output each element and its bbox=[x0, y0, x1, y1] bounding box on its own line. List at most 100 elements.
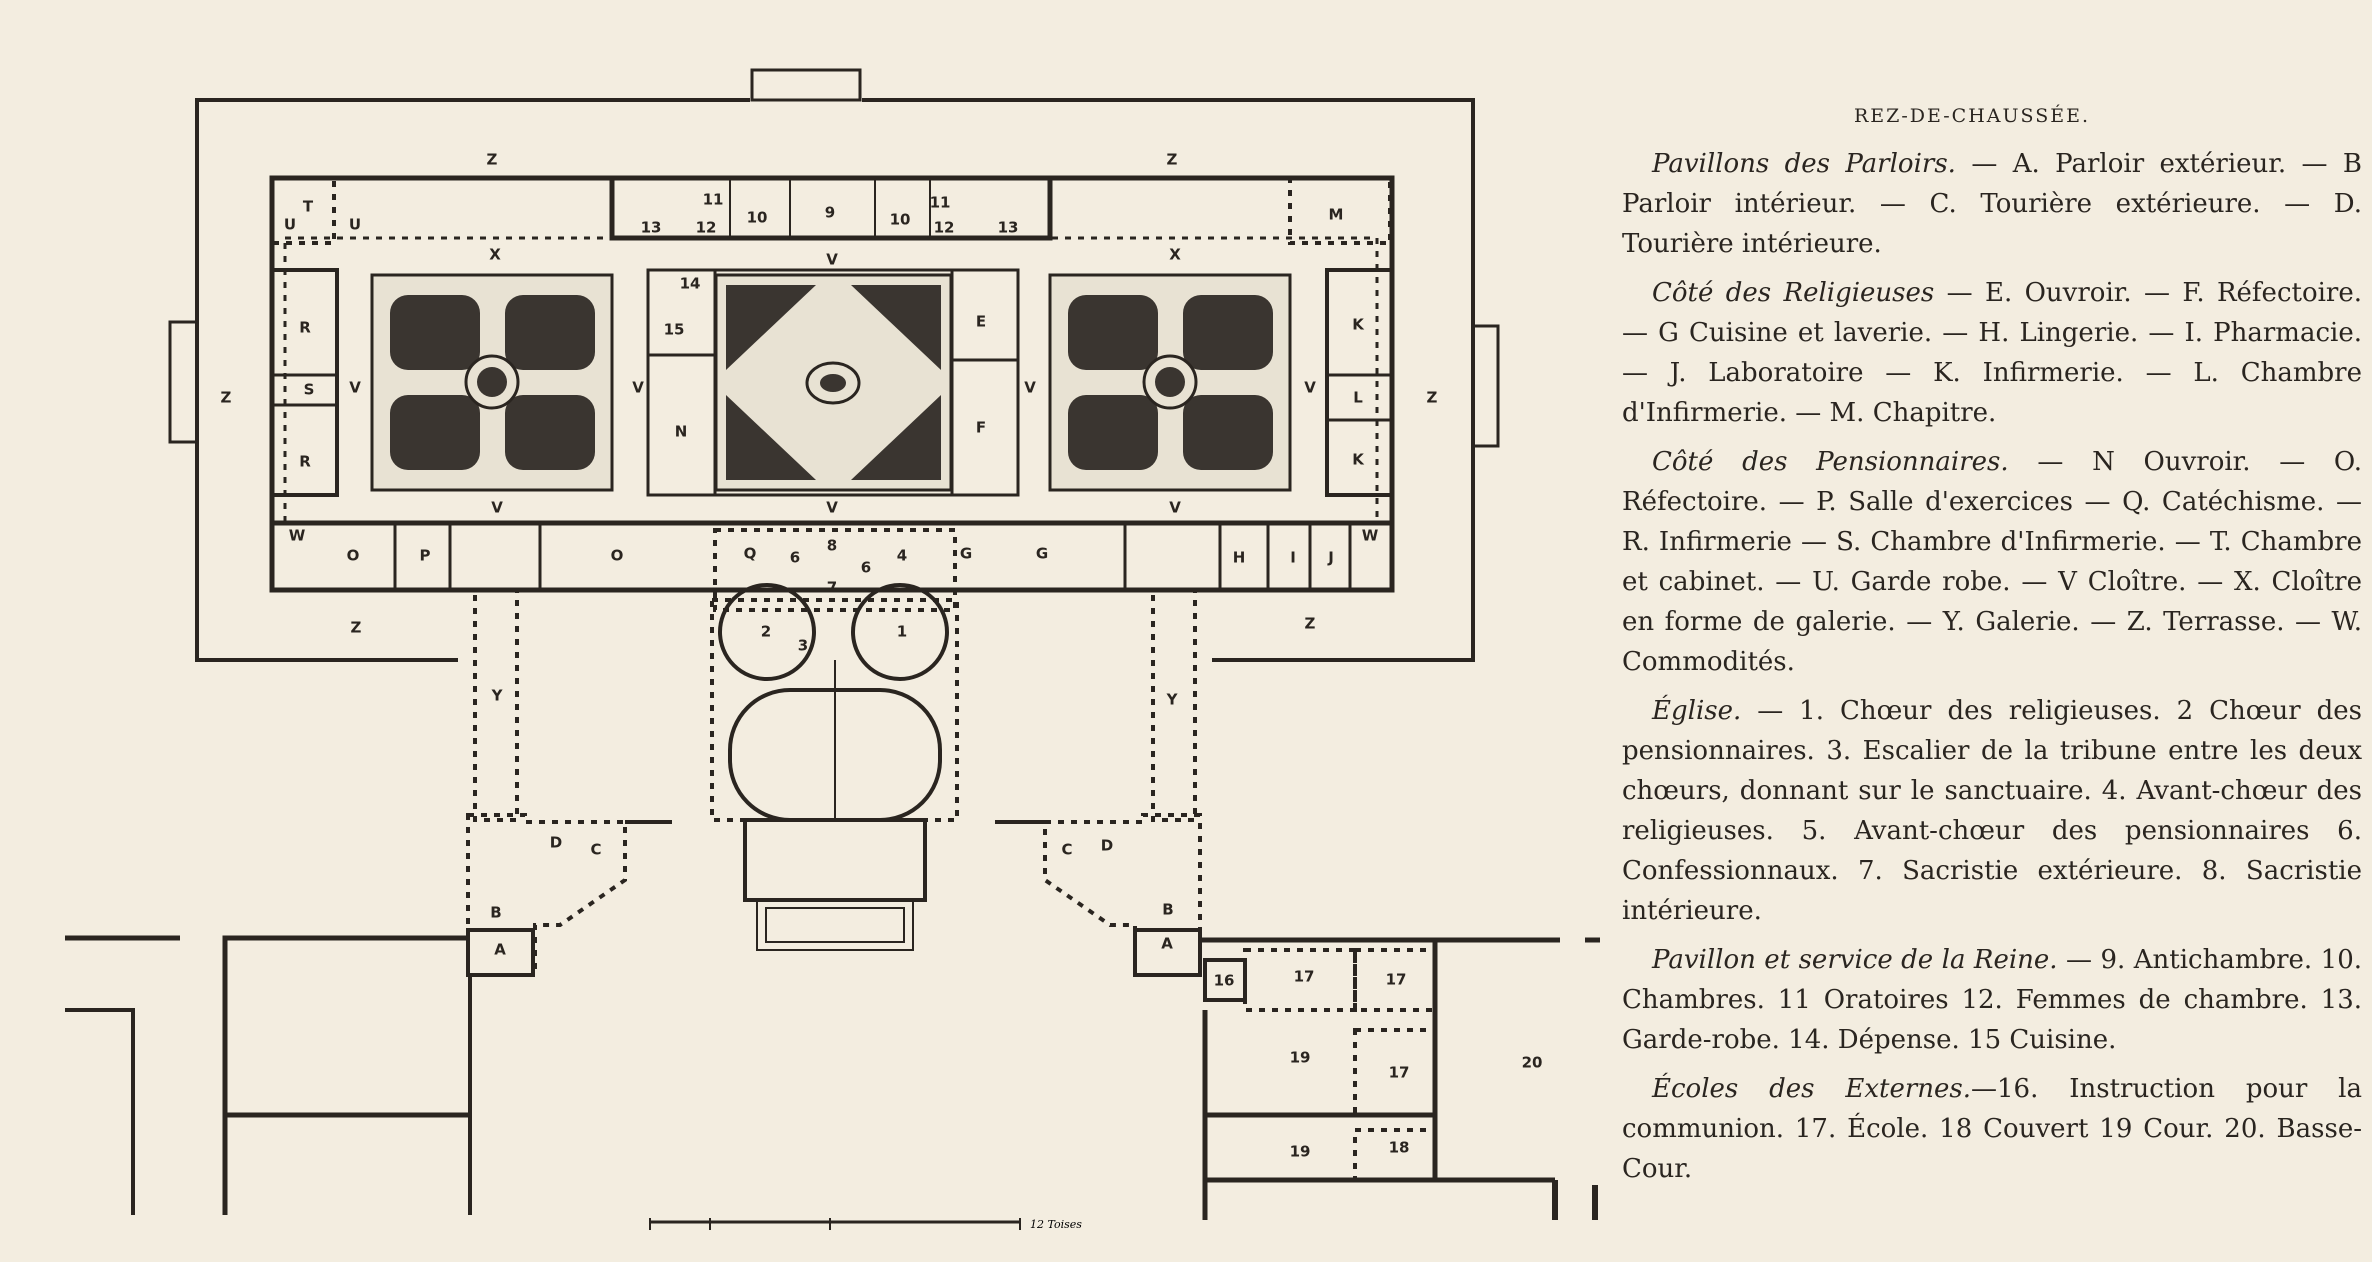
legend-section-ecoles: Écoles des Externes.—16. Instruction pou… bbox=[1622, 1069, 2362, 1189]
room-label: V bbox=[632, 379, 644, 397]
room-label: 16 bbox=[1214, 972, 1235, 990]
room-label: Z bbox=[487, 151, 498, 169]
room-label: Y bbox=[491, 687, 504, 705]
galleries bbox=[473, 588, 1197, 822]
room-label: 6 bbox=[861, 559, 871, 577]
room-label: S bbox=[304, 381, 315, 399]
legend-section-religieuses: Côté des Religieuses — E. Ouvroir. — F. … bbox=[1622, 273, 2362, 433]
room-label: Z bbox=[1427, 389, 1438, 407]
room-label: B bbox=[490, 904, 501, 922]
room-label: 19 bbox=[1290, 1143, 1311, 1161]
terrace-outline bbox=[168, 68, 1500, 662]
room-label: V bbox=[826, 251, 838, 269]
room-label: 10 bbox=[747, 209, 768, 227]
legend-section-body: — N Ouvroir. — O. Réfectoire. — P. Salle… bbox=[1622, 447, 2362, 677]
room-label: X bbox=[489, 246, 501, 264]
room-label: M bbox=[1329, 206, 1344, 224]
parlor-pavilions bbox=[466, 813, 1202, 977]
room-label: 19 bbox=[1290, 1049, 1311, 1067]
legend-section-body: — 9. Antichambre. 10. Chambres. 11 Orato… bbox=[1622, 945, 2362, 1055]
floor-plan-drawing: 12 Toises ZZZZZZXXVVVVVVVVTUUMRSRKLKN151… bbox=[65, 68, 1600, 1231]
legend-section-reine: Pavillon et service de la Reine. — 9. An… bbox=[1622, 940, 2362, 1060]
room-label: J bbox=[1327, 549, 1334, 567]
room-label: W bbox=[1362, 527, 1379, 545]
legend-section-pensionnaires: Côté des Pensionnaires. — N Ouvroir. — O… bbox=[1622, 442, 2362, 682]
legend-section-parloirs: Pavillons des Parloirs. — A. Parloir ext… bbox=[1622, 144, 2362, 264]
room-label: C bbox=[590, 841, 601, 859]
room-label: 20 bbox=[1522, 1054, 1543, 1072]
room-label: V bbox=[349, 379, 361, 397]
room-label: Z bbox=[1167, 151, 1178, 169]
room-label: G bbox=[960, 545, 972, 563]
legend-section-head: Église. bbox=[1652, 696, 1742, 726]
room-label: 11 bbox=[930, 194, 951, 212]
room-label: 1 bbox=[897, 623, 907, 641]
room-label: A bbox=[494, 941, 506, 959]
external-school bbox=[1200, 937, 1600, 1220]
room-label: A bbox=[1161, 935, 1173, 953]
room-label: V bbox=[491, 499, 503, 517]
scale-bar: 12 Toises bbox=[649, 1218, 1082, 1231]
room-label: U bbox=[284, 216, 296, 234]
right-garden bbox=[1048, 273, 1292, 492]
room-label: H bbox=[1233, 549, 1246, 567]
legend-section-head: Pavillons des Parloirs. bbox=[1652, 149, 1956, 179]
room-label: Z bbox=[351, 619, 362, 637]
room-label: 8 bbox=[827, 537, 837, 555]
room-label: N bbox=[675, 423, 688, 441]
room-label: L bbox=[1353, 389, 1363, 407]
legend-section-head: Côté des Pensionnaires. bbox=[1652, 447, 2009, 477]
room-label: V bbox=[1024, 379, 1036, 397]
church bbox=[710, 528, 959, 951]
room-label: D bbox=[550, 834, 562, 852]
room-label: R bbox=[299, 453, 311, 471]
room-label: U bbox=[349, 216, 361, 234]
room-label: T bbox=[303, 198, 314, 216]
room-label: B bbox=[1162, 901, 1173, 919]
room-label: F bbox=[976, 419, 986, 437]
scale-caption: 12 Toises bbox=[1030, 1218, 1082, 1231]
legend-section-head: Côté des Religieuses bbox=[1652, 278, 1935, 308]
room-label: 3 bbox=[798, 637, 808, 655]
room-label: Z bbox=[1305, 615, 1316, 633]
room-label: 11 bbox=[703, 191, 724, 209]
room-label: V bbox=[1169, 499, 1181, 517]
room-label: O bbox=[611, 547, 624, 565]
room-label: 2 bbox=[761, 623, 771, 641]
room-label: Z bbox=[221, 389, 232, 407]
left-garden bbox=[370, 273, 614, 492]
room-label: O bbox=[347, 547, 360, 565]
legend: REZ-DE-CHAUSSÉE. Pavillons des Parloirs.… bbox=[1622, 96, 2362, 1198]
room-label: V bbox=[1304, 379, 1316, 397]
room-label: 7 bbox=[827, 579, 837, 597]
legend-section-head: Pavillon et service de la Reine. bbox=[1652, 945, 2058, 975]
room-label: 18 bbox=[1389, 1139, 1410, 1157]
room-label: R bbox=[299, 319, 311, 337]
room-label: 12 bbox=[696, 219, 717, 237]
legend-section-body: —16. Instruction pour la communion. 17. … bbox=[1622, 1074, 2362, 1184]
room-label: 17 bbox=[1389, 1064, 1410, 1082]
room-label: 13 bbox=[641, 219, 662, 237]
room-label: D bbox=[1101, 837, 1113, 855]
room-label: P bbox=[420, 547, 431, 565]
legend-section-body: — A. Parloir extérieur. — B Parloir inté… bbox=[1622, 149, 2362, 259]
room-label: K bbox=[1352, 451, 1365, 469]
outer-walls-left bbox=[65, 935, 472, 1215]
room-label: 14 bbox=[680, 275, 701, 293]
room-label: 17 bbox=[1386, 971, 1407, 989]
legend-section-head: Écoles des Externes. bbox=[1652, 1074, 1972, 1104]
room-label: G bbox=[1036, 545, 1048, 563]
room-label: Y bbox=[1166, 691, 1179, 709]
room-label: 9 bbox=[825, 204, 835, 222]
room-label: 12 bbox=[934, 219, 955, 237]
room-label: X bbox=[1169, 246, 1181, 264]
legend-section-body: — E. Ouvroir. — F. Réfectoire. — G Cuisi… bbox=[1622, 278, 2362, 428]
legend-section-body: — 1. Chœur des religieuses. 2 Chœur des … bbox=[1622, 696, 2362, 926]
room-label: C bbox=[1061, 841, 1072, 859]
room-label: E bbox=[976, 313, 986, 331]
room-label: 10 bbox=[890, 211, 911, 229]
room-label: W bbox=[289, 527, 306, 545]
room-label: 6 bbox=[790, 549, 800, 567]
room-label: Q bbox=[744, 545, 757, 563]
